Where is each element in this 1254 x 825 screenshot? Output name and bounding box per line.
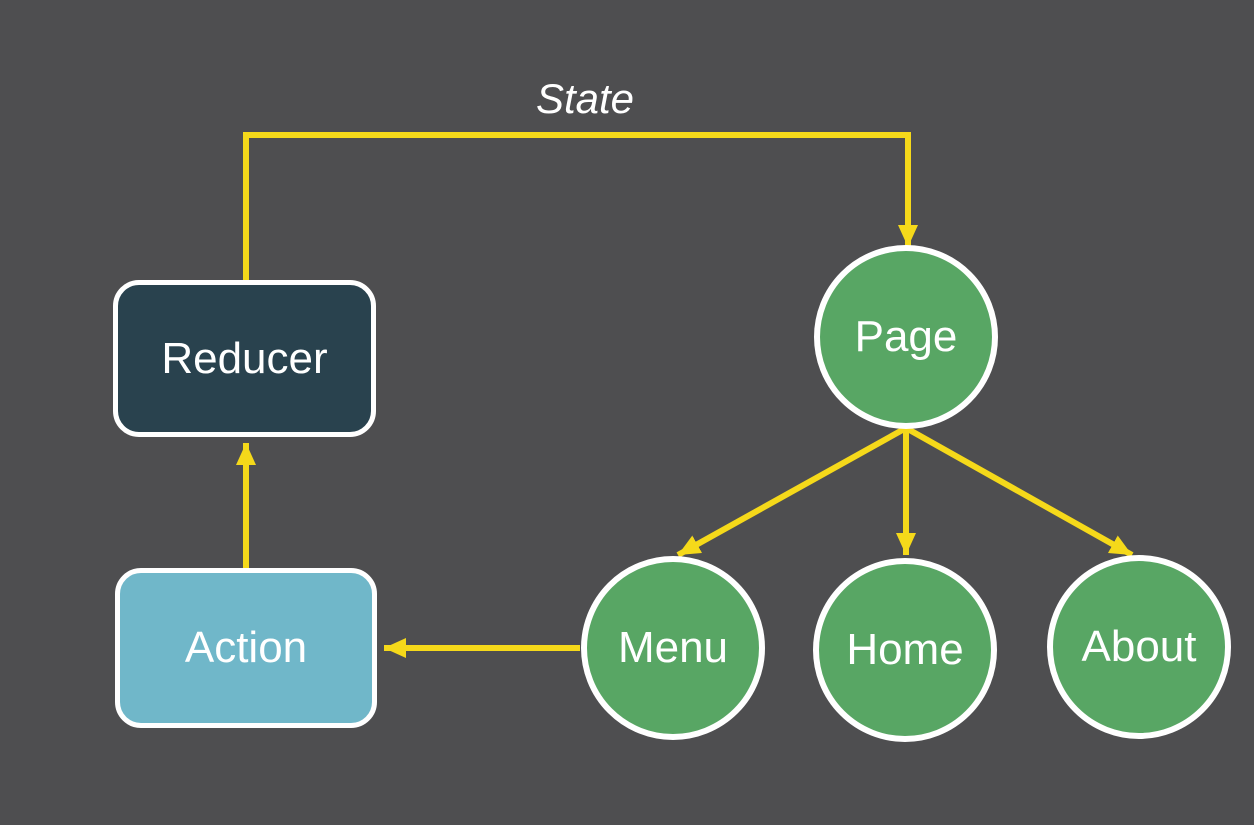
edge-reducer-to-page-state (243, 132, 918, 280)
node-menu-label: Menu (617, 623, 729, 672)
node-reducer: Reducer (113, 280, 376, 437)
node-home-label: Home (846, 625, 964, 674)
node-action-label: Action (184, 623, 308, 672)
node-home: Home (813, 558, 997, 742)
node-reducer-label: Reducer (161, 333, 328, 383)
node-about: About (1047, 555, 1231, 739)
edge-page-to-about (904, 425, 1134, 558)
state-edge-label: State (535, 75, 635, 122)
node-about-label: About (1081, 622, 1197, 671)
edge-page-to-menu (676, 425, 908, 558)
node-menu: Menu (581, 556, 765, 740)
node-page: Page (814, 245, 998, 429)
node-action: Action (115, 568, 377, 728)
node-page-label: Page (854, 312, 958, 361)
